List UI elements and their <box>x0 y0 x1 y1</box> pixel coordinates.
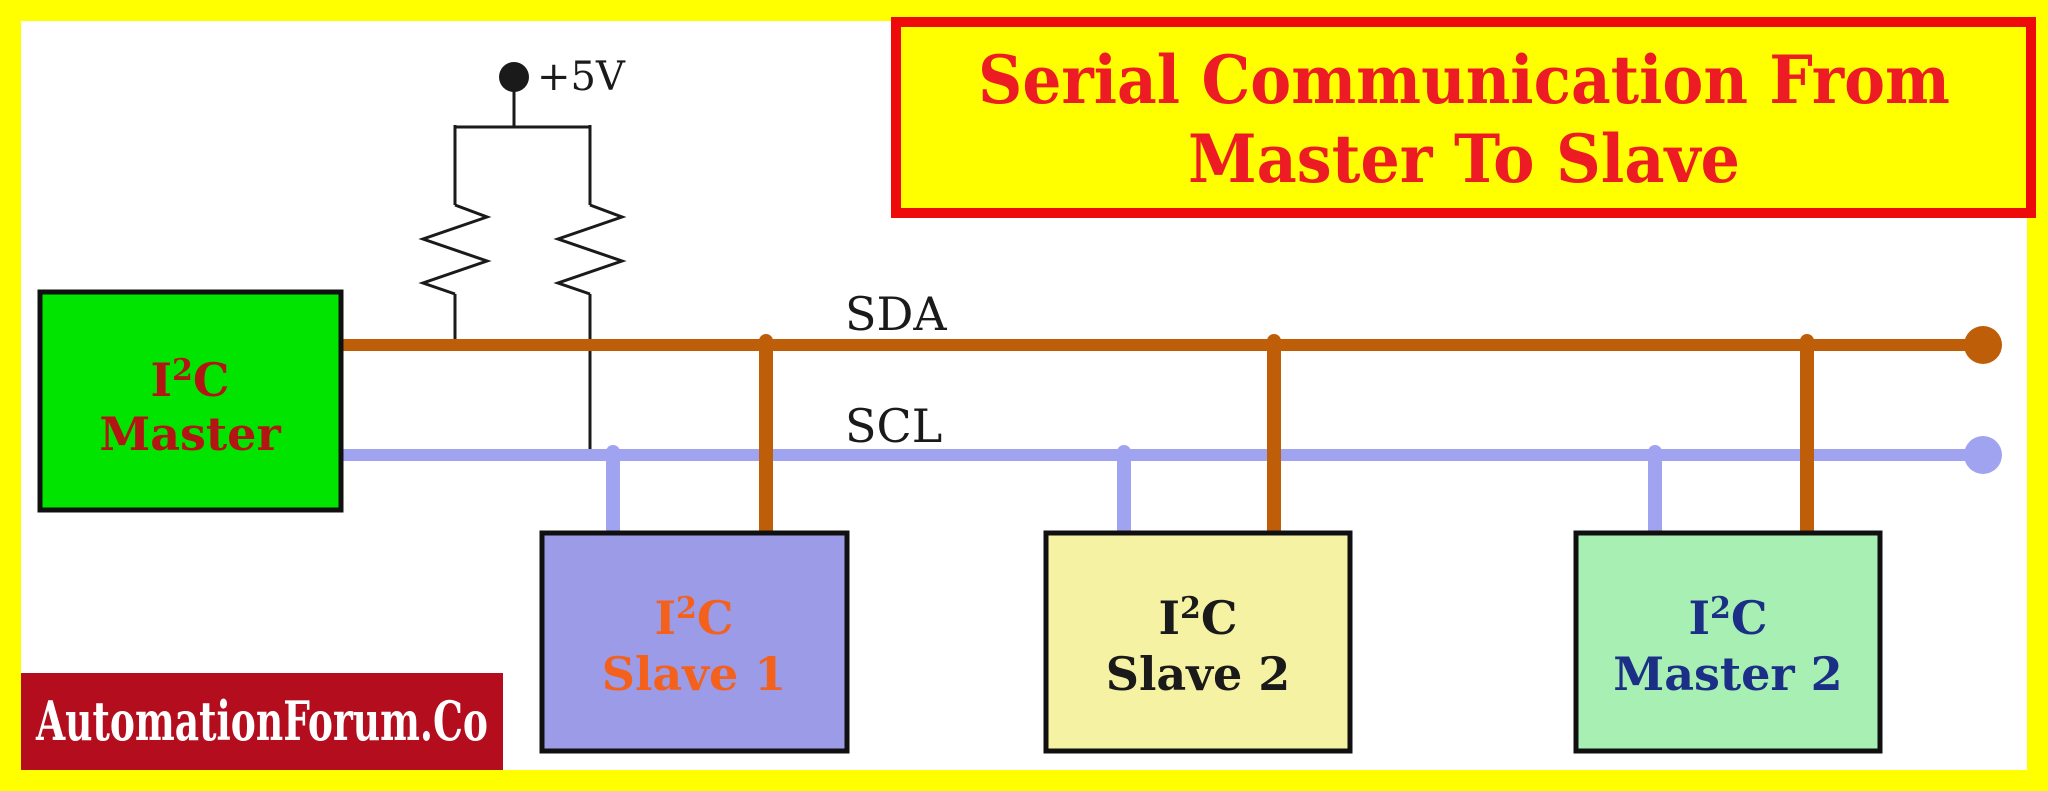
title-line1: Serial Communication From <box>978 41 1950 119</box>
device-master2-chip-label: I2C <box>1688 591 1767 645</box>
chip-sup: 2 <box>1710 591 1731 626</box>
scl-label: SCL <box>845 399 942 453</box>
pullup-top-bar-wire <box>453 125 592 205</box>
power-label: +5V <box>537 54 626 100</box>
sda-label: SDA <box>845 287 947 341</box>
device-master2-box <box>1573 530 1883 754</box>
device-slave2: I2C Slave 2 <box>1043 530 1353 754</box>
resistor-right-zigzag <box>553 203 627 296</box>
chip-base: I <box>150 353 172 407</box>
chip-sup: 2 <box>676 591 697 626</box>
device-master2-name: Master 2 <box>1613 647 1842 701</box>
chip-rest: C <box>1201 591 1238 645</box>
device-master2: I2C Master 2 <box>1573 530 1883 754</box>
device-slave1-chip-label: I2C <box>654 591 733 645</box>
chip-base: I <box>1688 591 1710 645</box>
title-banner: Serial Communication From Master To Slav… <box>891 17 2036 218</box>
title-banner-box <box>891 17 2036 218</box>
device-master-name: Master <box>99 407 281 461</box>
chip-base: I <box>1158 591 1180 645</box>
chip-rest: C <box>193 353 230 407</box>
resistor-left-zigzag <box>418 203 492 296</box>
title-line2: Master To Slave <box>1188 120 1740 198</box>
device-master-box <box>37 289 344 513</box>
scl-bus-terminator <box>1964 436 2002 474</box>
chip-base: I <box>654 591 676 645</box>
watermark-text: AutomationForum.Co <box>35 689 488 753</box>
sda-bus-terminator <box>1964 326 2002 364</box>
chip-sup: 2 <box>172 353 193 388</box>
device-master-chip-label: I2C <box>150 353 229 407</box>
power-node-dot <box>499 62 529 92</box>
device-slave2-chip-label: I2C <box>1158 591 1237 645</box>
watermark-logo: AutomationForum.Co <box>21 673 503 770</box>
device-slave1-name: Slave 1 <box>602 647 787 701</box>
device-slave2-name: Slave 2 <box>1106 647 1291 701</box>
pullup-network: +5V <box>418 54 627 455</box>
chip-rest: C <box>697 591 734 645</box>
device-slave1-box <box>539 530 850 754</box>
chip-sup: 2 <box>1180 591 1201 626</box>
device-master: I2C Master <box>37 289 344 513</box>
device-slave2-box <box>1043 530 1353 754</box>
watermark-background <box>21 673 503 770</box>
chip-rest: C <box>1731 591 1768 645</box>
device-slave1: I2C Slave 1 <box>539 530 850 754</box>
